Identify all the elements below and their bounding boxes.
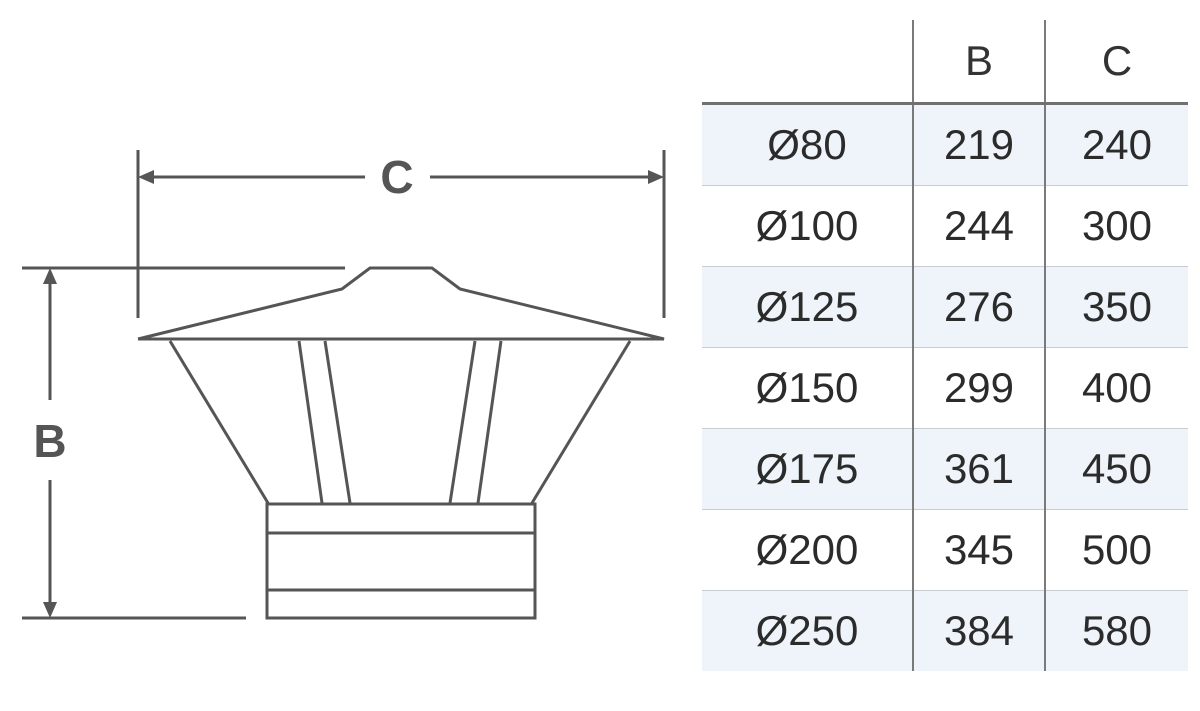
cell-diameter: Ø200 bbox=[702, 509, 913, 591]
header-b: B bbox=[912, 20, 1045, 105]
cap-skirt-left bbox=[168, 340, 270, 504]
cell-diameter: Ø80 bbox=[702, 103, 913, 186]
cap-bracket-left-inner bbox=[323, 340, 352, 504]
cell-c: 450 bbox=[1044, 428, 1188, 510]
cell-c: 580 bbox=[1044, 590, 1188, 671]
cell-c: 240 bbox=[1044, 103, 1188, 186]
dim-b-label: B bbox=[33, 415, 66, 467]
cell-c: 500 bbox=[1044, 509, 1188, 591]
cell-diameter: Ø175 bbox=[702, 428, 913, 510]
dim-c-arrow-left bbox=[138, 170, 154, 184]
table-row: Ø175 361 450 bbox=[702, 428, 1188, 510]
dim-b-arrow-bottom bbox=[43, 602, 57, 618]
header-c: C bbox=[1044, 20, 1188, 105]
cap-collar bbox=[265, 502, 537, 620]
cap-bracket-right-inner bbox=[448, 340, 477, 504]
cell-b: 244 bbox=[912, 185, 1045, 267]
cell-c: 350 bbox=[1044, 266, 1188, 348]
cell-c: 400 bbox=[1044, 347, 1188, 429]
cap-bracket-right-outer bbox=[476, 340, 503, 504]
dim-b-arrow-top bbox=[43, 268, 57, 284]
cell-diameter: Ø250 bbox=[702, 590, 913, 671]
table-row: Ø80 219 240 bbox=[702, 103, 1188, 186]
cell-b: 384 bbox=[912, 590, 1045, 671]
cell-diameter: Ø125 bbox=[702, 266, 913, 348]
dim-c-label: C bbox=[380, 151, 413, 203]
table-row: Ø125 276 350 bbox=[702, 266, 1188, 348]
cap-bracket-left-outer bbox=[297, 340, 324, 504]
cap-roof bbox=[137, 266, 665, 341]
dim-c-arrow-right bbox=[648, 170, 664, 184]
dimension-b: B bbox=[22, 266, 345, 620]
cell-b: 276 bbox=[912, 266, 1045, 348]
cell-b: 219 bbox=[912, 103, 1045, 186]
chimney-cap-drawing: C B bbox=[22, 150, 666, 620]
table-row: Ø100 244 300 bbox=[702, 185, 1188, 267]
cell-c: 300 bbox=[1044, 185, 1188, 267]
table-row: Ø200 345 500 bbox=[702, 509, 1188, 591]
table-row: Ø150 299 400 bbox=[702, 347, 1188, 429]
cell-diameter: Ø150 bbox=[702, 347, 913, 429]
table-row: Ø250 384 580 bbox=[702, 590, 1188, 671]
header-diameter bbox=[702, 20, 913, 105]
cell-b: 361 bbox=[912, 428, 1045, 510]
cap-skirt-right bbox=[530, 340, 632, 504]
chimney-cap bbox=[137, 266, 665, 620]
cell-b: 345 bbox=[912, 509, 1045, 591]
dimensions-table: B C Ø80 219 240 Ø100 244 300 Ø125 276 35… bbox=[702, 20, 1188, 671]
dimension-c: C bbox=[136, 150, 666, 318]
table-header-row: B C bbox=[702, 20, 1188, 105]
cell-diameter: Ø100 bbox=[702, 185, 913, 267]
cell-b: 299 bbox=[912, 347, 1045, 429]
